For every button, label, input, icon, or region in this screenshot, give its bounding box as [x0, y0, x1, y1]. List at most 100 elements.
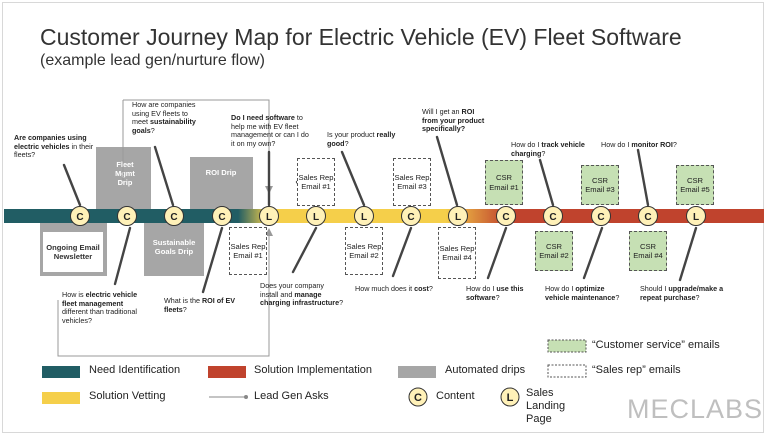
drip-fleet-label: Fleet Mgmt Drip — [115, 159, 135, 187]
legend-content: Content — [436, 390, 475, 402]
content-node — [496, 206, 516, 226]
drip-fleet: Fleet Mgmt Drip — [108, 156, 142, 190]
q7-part: ? — [672, 140, 677, 149]
content-node — [164, 206, 184, 226]
drip-newsletter-label: Ongoing Email Newsletter — [46, 243, 100, 261]
connector — [153, 145, 175, 207]
q10-part: install and — [260, 289, 295, 299]
q5-part: from your product — [422, 115, 485, 125]
landing-page-node — [259, 206, 279, 226]
node-letter: C — [170, 212, 177, 223]
q6-part: How do I — [511, 140, 542, 149]
csr-email-3: CSR Email #3 — [581, 165, 619, 205]
q12-part: How do I — [466, 284, 497, 293]
question-6: How do I track vehicle charging? — [511, 140, 601, 158]
csr-email-5: CSR Email #5 — [676, 165, 714, 205]
q2-part: goals — [132, 125, 151, 135]
q13-part: How do I — [545, 284, 576, 293]
question-1: Are companies using electric vehicles in… — [14, 133, 106, 160]
node-letter: C — [502, 212, 509, 223]
sales-email-1-label: Sales Rep Email #1 — [298, 172, 334, 191]
connector — [201, 226, 224, 294]
q12-part: use this — [496, 284, 524, 293]
q4-part: ? — [344, 138, 349, 148]
node-letter: C — [123, 212, 130, 223]
question-2: How are companies using EV fleets to mee… — [132, 100, 210, 135]
q11-part: cost — [414, 284, 429, 293]
connector — [340, 150, 366, 207]
sales-email-1b-label: Sales Rep Email #1 — [230, 241, 266, 260]
page-subtitle: (example lead gen/nurture flow) — [40, 52, 266, 69]
meclabs-logo: MECLABS — [627, 394, 764, 424]
q11-part: ? — [428, 284, 433, 293]
q4-part: really — [376, 130, 396, 139]
question-9: What is the ROI of EV fleets? — [164, 296, 254, 314]
q2-part: ? — [150, 125, 155, 135]
sales-email-4-label: Sales Rep Email #4 — [439, 243, 475, 262]
legend-vetting: Solution Vetting — [89, 390, 166, 402]
connector — [435, 135, 459, 207]
q2-part: meet — [132, 117, 150, 127]
q5-part: specifically? — [422, 124, 466, 134]
q11-part: How much does it — [355, 284, 415, 293]
legend-landing-letter: L — [507, 392, 514, 404]
landing-page-node — [354, 206, 374, 226]
q9-part: fleets — [164, 304, 183, 314]
connector — [486, 226, 508, 280]
legend-cs-emails: “Customer service” emails — [592, 339, 720, 351]
q1-part: electric vehicles — [14, 141, 70, 151]
sales-email-1b: Sales Rep Email #1 — [229, 227, 267, 275]
lead-gen-path-bottom — [57, 230, 270, 357]
q1-part: fleets? — [14, 150, 36, 160]
question-12: How do I use this software? — [466, 284, 546, 302]
content-node — [212, 206, 232, 226]
legend-sr-emails: “Sales rep” emails — [592, 364, 681, 376]
q8-part: different than traditional — [62, 307, 137, 317]
csr-email-2: CSR Email #2 — [535, 231, 573, 271]
q1-part: Are companies using — [14, 133, 87, 142]
question-5: Will I get an ROI from your product spec… — [422, 107, 502, 134]
q14-part: ? — [695, 292, 700, 302]
node-letter: C — [644, 212, 651, 223]
q12-part: software — [466, 292, 496, 302]
q4-part: good — [327, 138, 345, 148]
q13-part: vehicle maintenance — [545, 292, 616, 302]
question-8: How is electric vehicle fleet management… — [62, 290, 162, 325]
question-11: How much does it cost? — [355, 284, 455, 294]
node-letter: C — [407, 212, 414, 223]
q14-part: upgrade/make a — [668, 284, 724, 293]
q9-part: ROI of EV — [201, 296, 236, 305]
q6-part: ? — [541, 148, 546, 158]
q3-part: Do I need software — [231, 113, 295, 122]
q14-part: repeat purchase — [640, 292, 696, 302]
connector — [678, 226, 698, 282]
connector — [582, 226, 604, 280]
q1-part: in their — [69, 141, 94, 151]
sales-email-2-label: Sales Rep Email #2 — [346, 241, 382, 260]
legend-lead-gen: Lead Gen Asks — [254, 390, 329, 402]
q13-part: ? — [615, 292, 620, 302]
connector — [291, 226, 318, 274]
connector — [538, 158, 555, 207]
q2-part: How are companies — [132, 100, 196, 109]
node-letter: L — [693, 212, 699, 223]
q3-part: it on my own? — [231, 138, 276, 148]
content-node — [401, 206, 421, 226]
journey-timeline-band — [4, 209, 764, 223]
q2-part: using EV fleets to — [132, 108, 188, 118]
q5-part: Will I get an — [422, 107, 462, 116]
csr-email-2-label: CSR Email #2 — [539, 241, 569, 260]
connector — [391, 226, 413, 278]
legend-implementation-swatch — [208, 366, 246, 378]
legend-sr-swatch — [547, 364, 587, 378]
q10-part: charging infrastructure — [260, 298, 340, 308]
node-letter: C — [218, 212, 225, 223]
node-letter: L — [361, 212, 367, 223]
legend-vetting-swatch — [42, 392, 80, 404]
drip-roi-label: ROI Drip — [205, 167, 237, 177]
q10-part: Does your company — [260, 281, 324, 290]
node-letter: L — [455, 212, 461, 223]
q8-part: How is — [62, 290, 86, 299]
